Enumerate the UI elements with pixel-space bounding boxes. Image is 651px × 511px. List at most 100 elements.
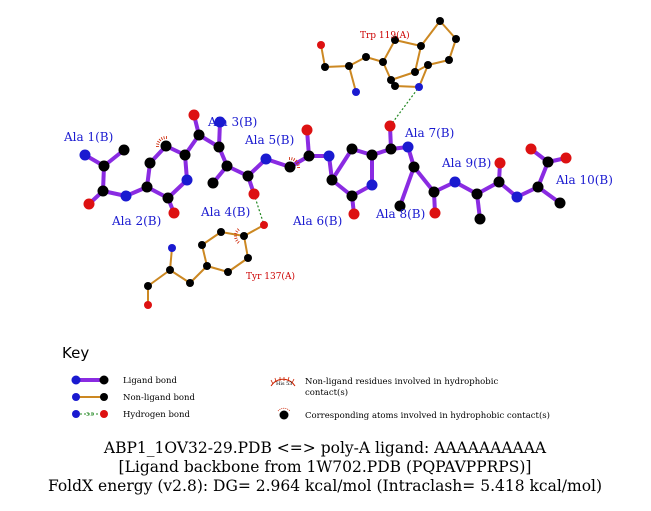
nonligand-bond [420, 20, 441, 47]
legend-corresponding-atom-icon [277, 407, 291, 420]
residue-label-ala5: Ala 5(B) [244, 133, 294, 147]
nitrogen-atom [352, 88, 360, 96]
carbon-atom [542, 156, 554, 168]
ligand-bond [398, 166, 416, 207]
residue-label-ala2: Ala 2(B) [111, 214, 161, 228]
ligand-bond [330, 147, 354, 182]
nonligand-bond [348, 65, 357, 93]
residue-label-ala6: Ala 6(B) [292, 214, 342, 228]
nitrogen-atom [214, 116, 226, 128]
oxygen-atom [248, 188, 260, 200]
carbon-atom [217, 228, 225, 236]
carbon-atom [160, 140, 172, 152]
nitrogen-atom [449, 176, 461, 188]
carbon-atom [284, 161, 296, 173]
nonligand-bond [390, 71, 416, 81]
carbon-atom [346, 143, 358, 155]
carbon-atom [213, 141, 225, 153]
carbon-atom [387, 76, 395, 84]
legend-hbond-nitrogen [72, 410, 80, 418]
carbon-atom [303, 150, 315, 162]
carbon-atom [321, 63, 329, 71]
carbon-atom [362, 53, 370, 61]
footer-line-2: [Ligand backbone from 1W702.PDB (PQPAVPP… [119, 458, 532, 476]
oxygen-atom [317, 41, 325, 49]
carbon-atom [326, 174, 338, 186]
carbon-atom [417, 42, 425, 50]
oxygen-atom [525, 143, 537, 155]
residue-label-tyr137: Tyr 137(A) [246, 271, 295, 282]
legend-hydrophobic-label-line2: contact(s) [305, 387, 348, 398]
hydrophobic-contact-arc [155, 135, 167, 147]
legend-hbond-oxygen [100, 410, 108, 418]
hydrogen-bond [389, 86, 420, 127]
nitrogen-atom [181, 174, 193, 186]
carbon-atom [379, 58, 387, 66]
hydrophobic-contact-arc [289, 156, 301, 168]
carbon-atom [144, 157, 156, 169]
nonligand-bond [227, 257, 249, 273]
oxygen-atom [260, 221, 268, 229]
carbon-atom [445, 56, 453, 64]
nitrogen-atom [511, 191, 523, 203]
carbon-atom [166, 266, 174, 274]
footer-line-1: ABP1_1OV32-29.PDB <=> poly-A ligand: AAA… [103, 439, 547, 457]
oxygen-atom [83, 198, 95, 210]
carbon-atom [240, 232, 248, 240]
carbon-atom [471, 188, 483, 200]
carbon-atom [198, 241, 206, 249]
carbon-atom [474, 213, 486, 225]
legend-ligand-nitrogen [71, 375, 81, 385]
residue-label-ala4: Ala 4(B) [200, 205, 250, 219]
residue-label-ala10: Ala 10(B) [555, 173, 613, 187]
legend-hydrophobic-residue-icon: His 53 [270, 376, 296, 387]
hydrophobic-arcs-layer [155, 135, 301, 244]
oxygen-atom [560, 152, 572, 164]
carbon-atom [221, 160, 233, 172]
carbon-atom [554, 197, 566, 209]
carbon-atom [436, 17, 444, 25]
carbon-atom [408, 161, 420, 173]
legend-ligand-bond-label: Ligand bond [123, 376, 178, 386]
carbon-atom [118, 144, 130, 156]
carbon-atom [391, 36, 399, 44]
nitrogen-atom [323, 150, 335, 162]
carbon-atom [385, 143, 397, 155]
legend-hbond-label: Hydrogen bond [123, 410, 191, 420]
carbon-atom [345, 62, 353, 70]
legend-hbond-distance: 3.0 [86, 412, 94, 418]
carbon-atom [144, 282, 152, 290]
carbon-atom [179, 149, 191, 161]
nitrogen-atom [260, 153, 272, 165]
oxygen-atom [429, 207, 441, 219]
residue-label-ala1: Ala 1(B) [63, 130, 113, 144]
carbon-atom [366, 149, 378, 161]
nonligand-bond [439, 20, 457, 40]
legend: Key Ligand bond Non-ligand bond 3.0 Hydr… [62, 344, 550, 421]
carbon-atom [186, 279, 194, 287]
nitrogen-atom [79, 149, 91, 161]
carbon-atom [394, 200, 406, 212]
footer-line-3: FoldX energy (v2.8): DG= 2.964 kcal/mol … [48, 477, 602, 495]
nonligand-bond [324, 65, 350, 68]
nonligand-bond [382, 39, 396, 63]
carbon-atom [424, 61, 432, 69]
legend-hydrophobic-residue-tag: His 53 [276, 381, 292, 387]
legend-nonligand-bond-label: Non-ligand bond [123, 393, 195, 403]
nonligand-bond [147, 269, 171, 287]
residue-label-ala9: Ala 9(B) [441, 156, 491, 170]
oxygen-atom [348, 208, 360, 220]
residue-label-ala7: Ala 7(B) [404, 126, 454, 140]
residue-label-ala8: Ala 8(B) [375, 207, 425, 221]
carbon-atom [203, 262, 211, 270]
oxygen-atom [384, 120, 396, 132]
carbon-atom [97, 185, 109, 197]
legend-ligand-carbon [99, 375, 109, 385]
carbon-atom [193, 129, 205, 141]
oxygen-atom [494, 157, 506, 169]
nitrogen-atom [168, 244, 176, 252]
carbon-atom [411, 68, 419, 76]
carbon-atom [346, 190, 358, 202]
carbon-atom [207, 177, 219, 189]
